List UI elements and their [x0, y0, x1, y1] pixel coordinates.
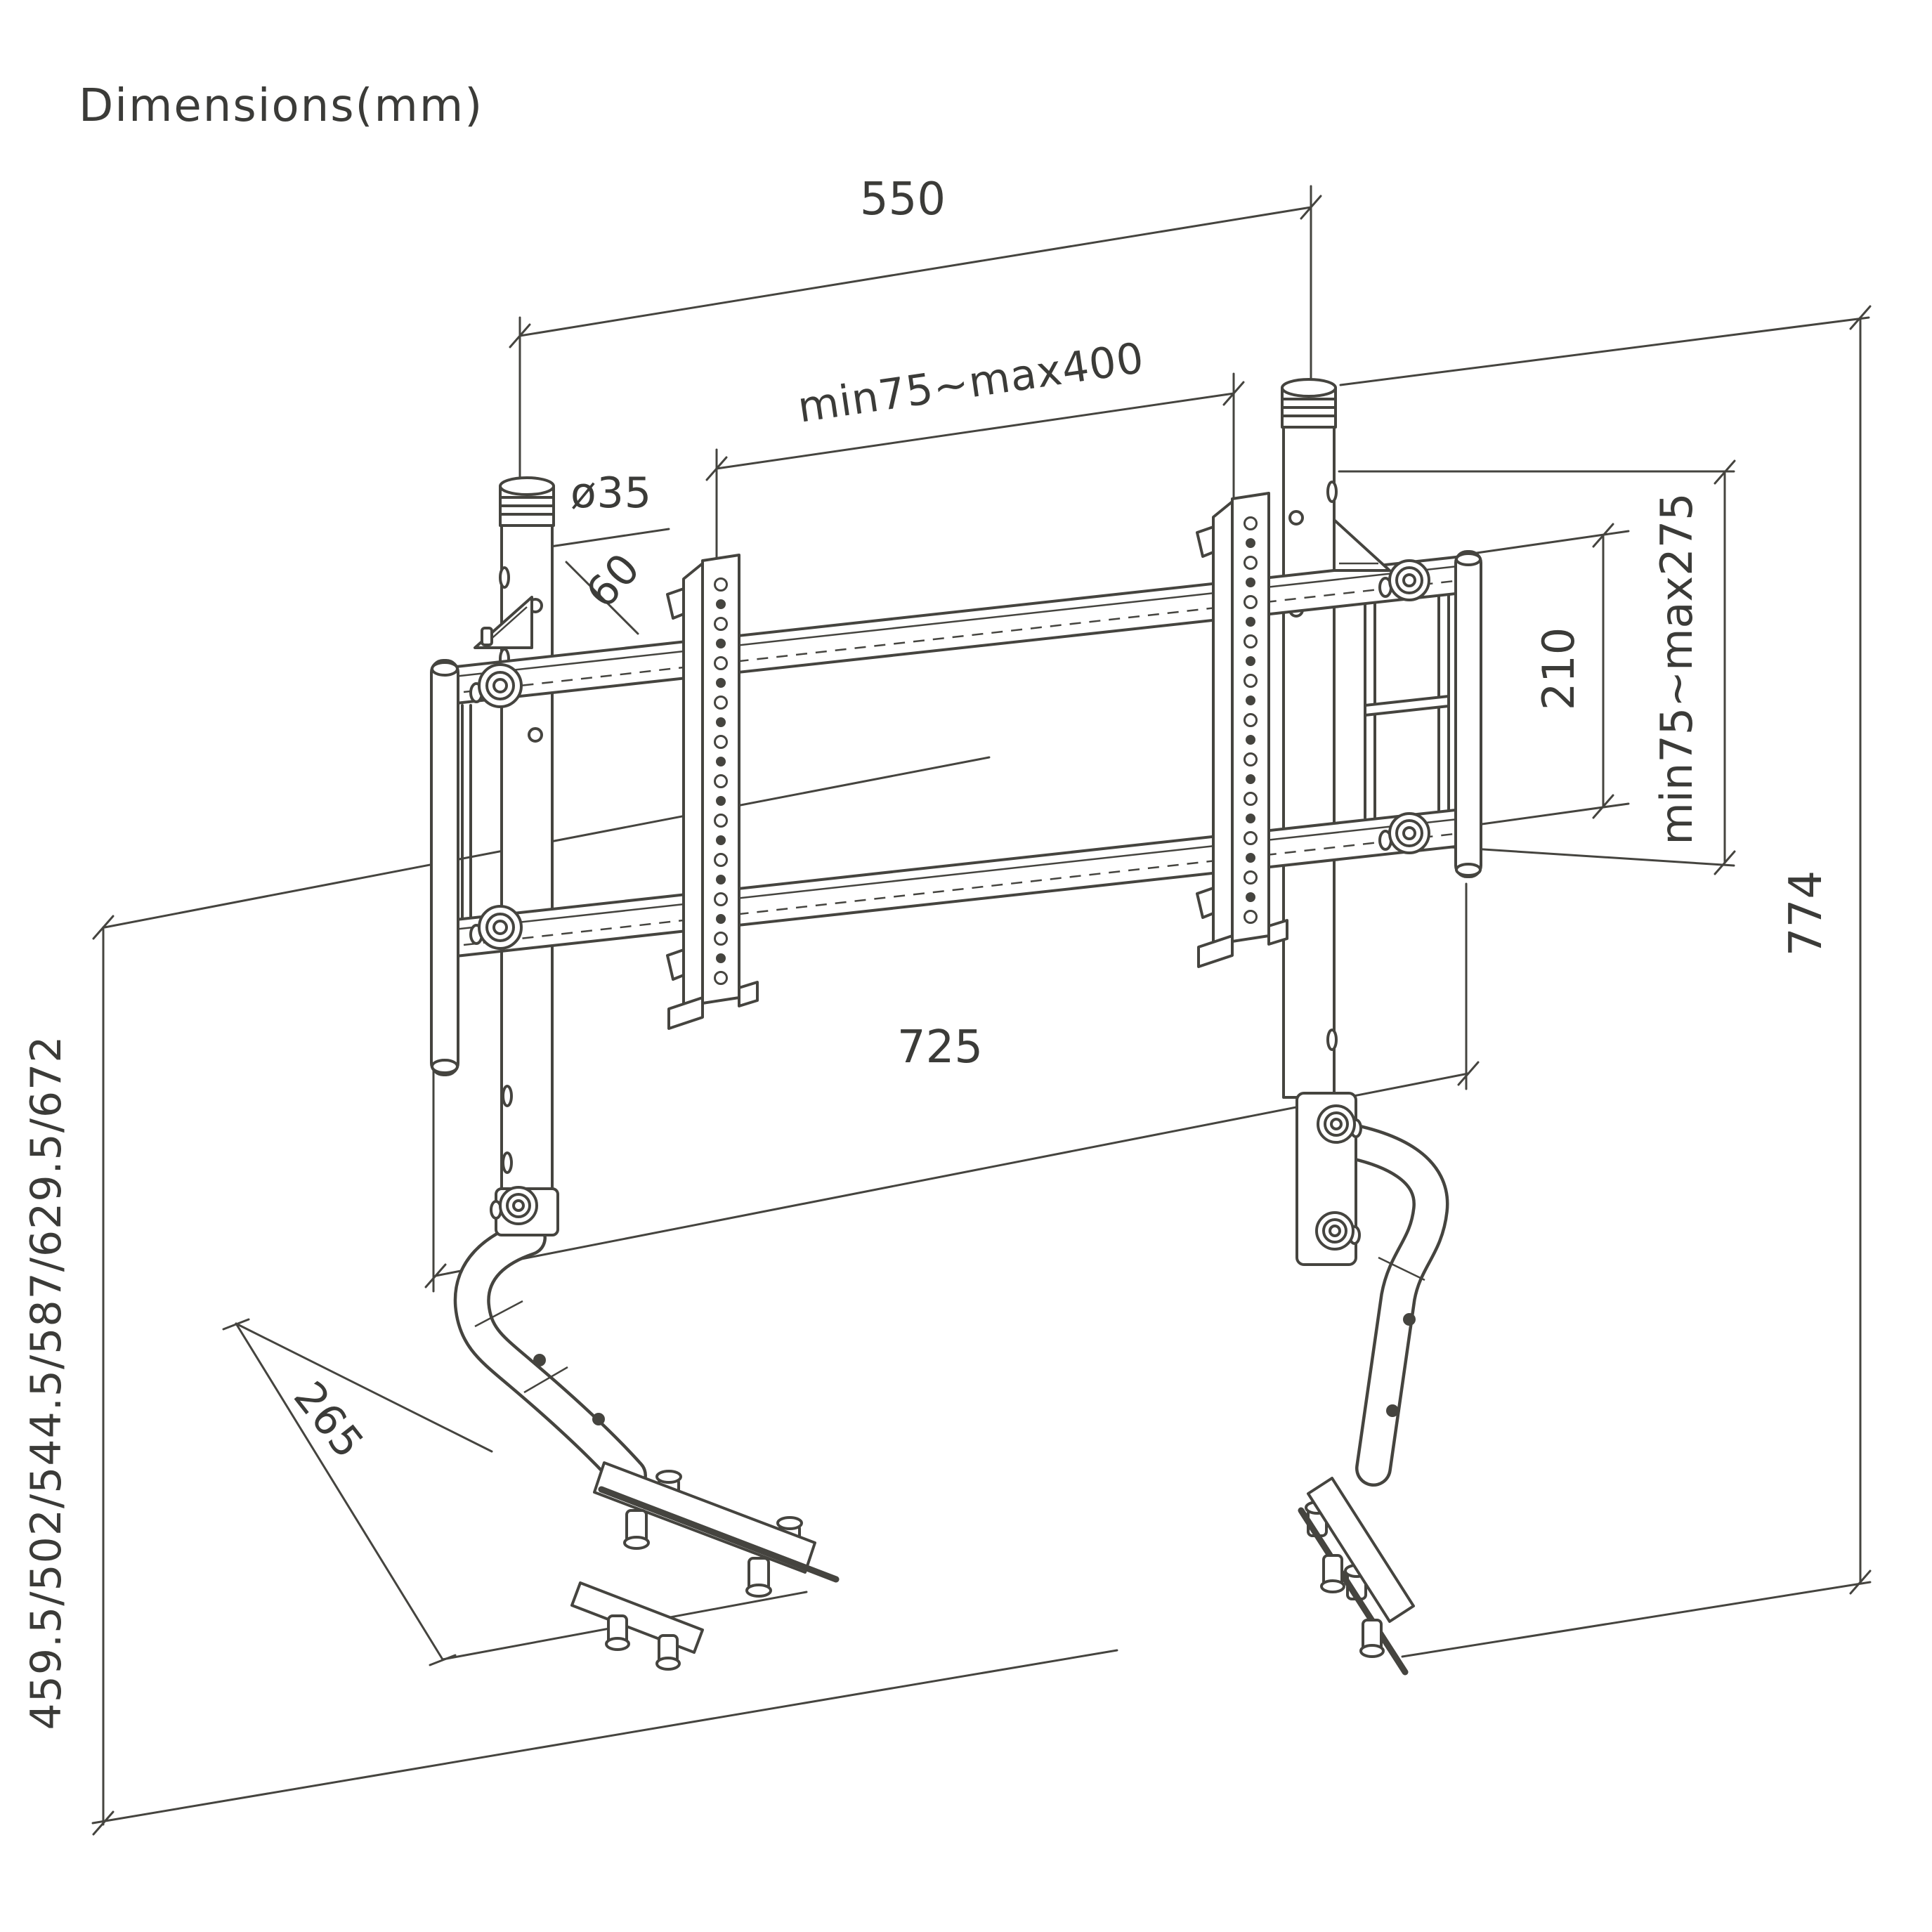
label-overall-height: 774: [1780, 870, 1832, 956]
leader-pole-offset: [565, 561, 639, 635]
dim-vesa-width: [705, 372, 1245, 563]
right-pole: [1281, 378, 1338, 1099]
mount-structure: [430, 378, 1482, 1676]
right-leg-plate: [1295, 1092, 1362, 1266]
left-foot-bolt-down-2: [745, 1557, 772, 1598]
vesa-strip-left-holes: [714, 577, 728, 985]
left-foot: [570, 1461, 840, 1671]
label-top-width: 550: [860, 174, 946, 226]
right-foot-bolt-down-1: [1320, 1554, 1345, 1593]
bottom-rail-knob-right: [1378, 812, 1430, 854]
vesa-strip-right-holes: [1244, 516, 1258, 924]
label-height-options: 459.5/502/544.5/587/629.5/672: [22, 1036, 71, 1730]
right-foot-bolt-down-2: [1359, 1619, 1385, 1658]
left-leg-knob: [490, 1186, 538, 1225]
left-leg: [453, 1220, 647, 1494]
right-foot: [1298, 1477, 1415, 1676]
left-leg-plate: [490, 1186, 559, 1236]
right-leg: [1306, 1118, 1449, 1487]
label-pole-diameter: ø35: [570, 469, 652, 518]
vesa-strip-left: [666, 554, 759, 1030]
dim-vesa-height: [1338, 459, 1736, 875]
left-foot-clamp-bolt-1: [605, 1614, 630, 1651]
top-rail-knob-left: [469, 663, 523, 708]
left-gusset: [474, 596, 533, 649]
left-foot-clamp-bolt-2: [655, 1634, 681, 1671]
label-base-depth: 265: [284, 1373, 374, 1468]
label-pole-offset: 60: [577, 544, 650, 618]
dimension-lines: [91, 185, 1872, 1836]
page-title: Dimensions(mm): [79, 80, 483, 132]
left-pole: [499, 476, 555, 1192]
frame-uprights: [461, 594, 1450, 920]
label-vesa-width: min75~max400: [795, 334, 1147, 433]
top-rail-knob-right: [1378, 559, 1430, 601]
left-handle-tube: [430, 659, 459, 1076]
label-vesa-height: min75~max275: [1651, 492, 1702, 844]
dim-top-width: [509, 185, 1322, 479]
right-leg-knob-upper: [1317, 1104, 1362, 1144]
label-bracket-width: 725: [897, 1022, 983, 1073]
bottom-rail-knob-left: [469, 905, 523, 950]
label-bracket-height: 210: [1533, 627, 1584, 710]
left-foot-bolt-down-1: [623, 1509, 650, 1550]
right-leg-knob-lower: [1315, 1211, 1361, 1251]
right-end-bar: [1454, 550, 1482, 878]
dim-bracket-height: [1470, 523, 1630, 827]
right-gusset: [1333, 518, 1391, 572]
dim-overall-height: [1339, 305, 1872, 1658]
vesa-strip-right: [1196, 492, 1288, 968]
